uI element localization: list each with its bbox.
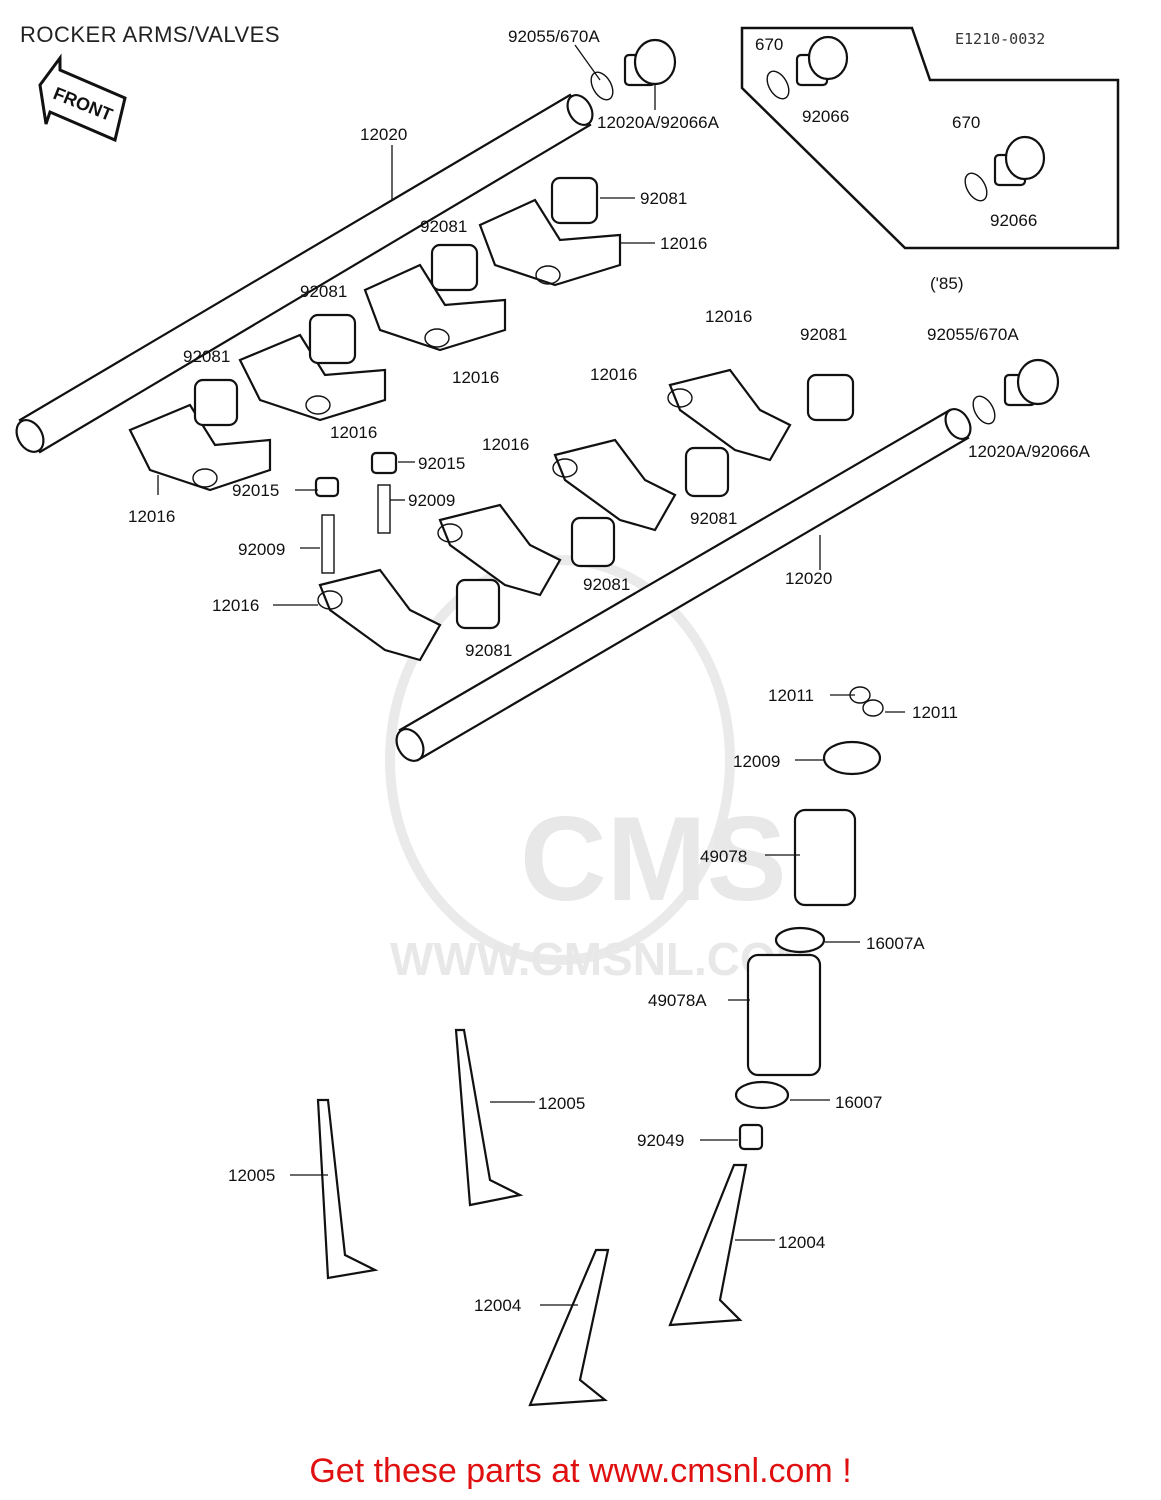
part-label: 12020 [360, 125, 407, 144]
plug-85-b [964, 135, 1046, 202]
part-label: 12016 [590, 365, 637, 384]
valve [454, 1028, 524, 1207]
rocker-spring [455, 578, 501, 630]
valve-stem-seal [738, 1123, 764, 1151]
part-label: 12009 [733, 752, 780, 771]
variant-85-box [740, 26, 1120, 250]
front-arrow: FRONT [38, 53, 127, 143]
valve-spring-outer [793, 808, 857, 907]
part-label: 92081 [640, 189, 687, 208]
valve [316, 1098, 379, 1280]
part-label: 12011 [768, 686, 814, 705]
rocker-arm [667, 368, 792, 462]
rocker-arm [478, 198, 622, 287]
rocker-arm [238, 333, 387, 422]
footer-link[interactable]: Get these parts at www.cmsnl.com ! [309, 1452, 852, 1490]
part-label: 12016 [482, 435, 529, 454]
part-label: 92081 [183, 347, 230, 366]
rocker-arm [363, 263, 507, 352]
spring-retainer [822, 740, 882, 776]
part-label: 92066 [802, 107, 849, 126]
part-label: 670 [755, 35, 783, 54]
part-label: 12016 [330, 423, 377, 442]
adjust-screw [370, 451, 398, 534]
part-label: 92049 [637, 1131, 684, 1150]
plug-lower [972, 358, 1060, 425]
plug-85-a [766, 35, 849, 100]
plug-upper [590, 38, 677, 101]
rocker-shaft-upper [15, 93, 594, 454]
part-label: 92009 [238, 540, 285, 559]
valve [528, 1248, 610, 1407]
rocker-shaft-lower [395, 407, 972, 762]
part-label: 12016 [660, 234, 707, 253]
rocker-arm [437, 503, 562, 597]
watermark-url: WWW.CMSNL.COM [390, 933, 814, 985]
rocker-spring [430, 243, 479, 292]
part-label: 92055/670A [927, 325, 1019, 344]
part-label: 12020A/92066A [597, 113, 720, 132]
part-label: 92081 [420, 217, 467, 236]
leader-lines [157, 44, 905, 1306]
part-label: 92081 [300, 282, 347, 301]
part-label: 92066 [990, 211, 1037, 230]
rocker-spring [308, 313, 357, 365]
valve-spring-inner [746, 953, 822, 1077]
part-label: 12004 [474, 1296, 521, 1315]
part-label: 12016 [128, 507, 175, 526]
part-label: 12020 [785, 569, 832, 588]
part-label: 49078A [648, 991, 707, 1010]
part-label: 92009 [408, 491, 455, 510]
part-label: 92081 [465, 641, 512, 660]
part-label: 49078 [700, 847, 747, 866]
variant-label: ('85) [930, 274, 964, 293]
part-label: 12020A/92066A [968, 442, 1091, 461]
rocker-arm [552, 438, 677, 532]
part-label: 92015 [232, 481, 279, 500]
part-label: 92015 [418, 454, 465, 473]
rocker-spring [550, 176, 599, 225]
part-label: 12011 [912, 703, 958, 722]
watermark-logo: CMS [520, 792, 787, 926]
part-label: 92055/670A [508, 27, 600, 46]
part-label: 92081 [690, 509, 737, 528]
cms-watermark: CMS WWW.CMSNL.COM [385, 555, 814, 985]
part-label: 670 [952, 113, 980, 132]
valve [668, 1163, 748, 1327]
part-labels: 92055/670A 12020A/92066A 670 92066 670 9… [128, 27, 1091, 1315]
rocker-spring [193, 378, 239, 427]
part-label: 92081 [583, 575, 630, 594]
part-label: 12016 [705, 307, 752, 326]
part-label: 12016 [452, 368, 499, 387]
part-label: 12005 [538, 1094, 585, 1113]
part-label: 12004 [778, 1233, 825, 1252]
valve-keeper [849, 686, 884, 717]
spring-seat-a [774, 926, 826, 954]
part-label: 12005 [228, 1166, 275, 1185]
rocker-arm [317, 568, 442, 662]
adjust-screw [314, 476, 340, 574]
page-title: ROCKER ARMS/VALVES [20, 22, 281, 47]
spring-seat [734, 1080, 790, 1110]
reference-code: E1210-0032 [955, 30, 1046, 48]
part-label: 92081 [800, 325, 847, 344]
part-label: 16007 [835, 1093, 882, 1112]
part-label: 12016 [212, 596, 259, 615]
part-label: 16007A [866, 934, 925, 953]
rocker-spring [684, 446, 730, 498]
rocker-spring [806, 373, 855, 422]
rocker-spring [570, 516, 616, 568]
